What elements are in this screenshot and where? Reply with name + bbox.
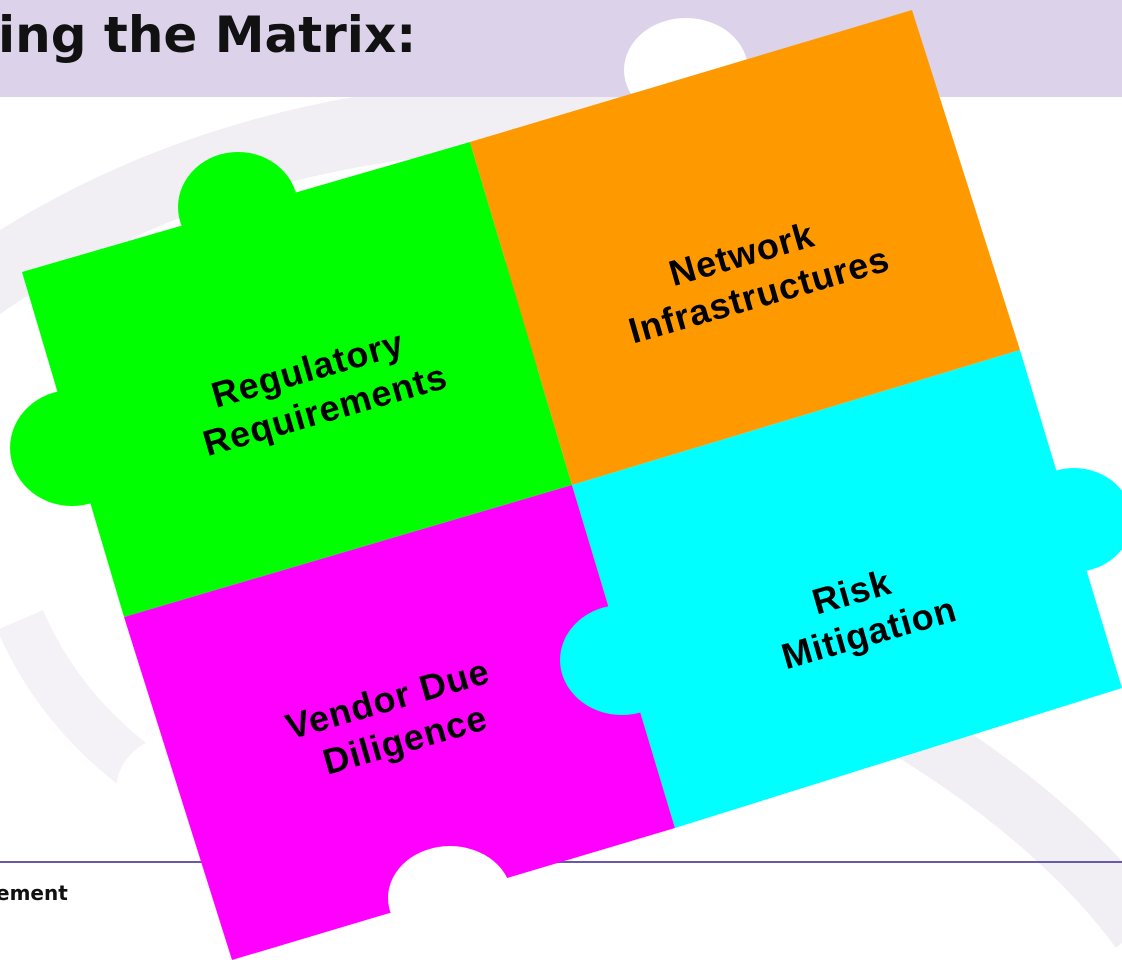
puzzle-piece-regulatory	[10, 142, 578, 617]
puzzle-piece-vendor	[124, 485, 675, 960]
slide-title: ing the Matrix:	[0, 6, 417, 64]
puzzle-notch-bottom	[388, 846, 512, 950]
puzzle-piece-risk	[560, 350, 1122, 828]
footer-text: ement	[0, 881, 68, 905]
puzzle-piece-network	[470, 10, 1020, 485]
footer-rule	[0, 861, 1122, 863]
title-band: ing the Matrix:	[0, 0, 1122, 97]
